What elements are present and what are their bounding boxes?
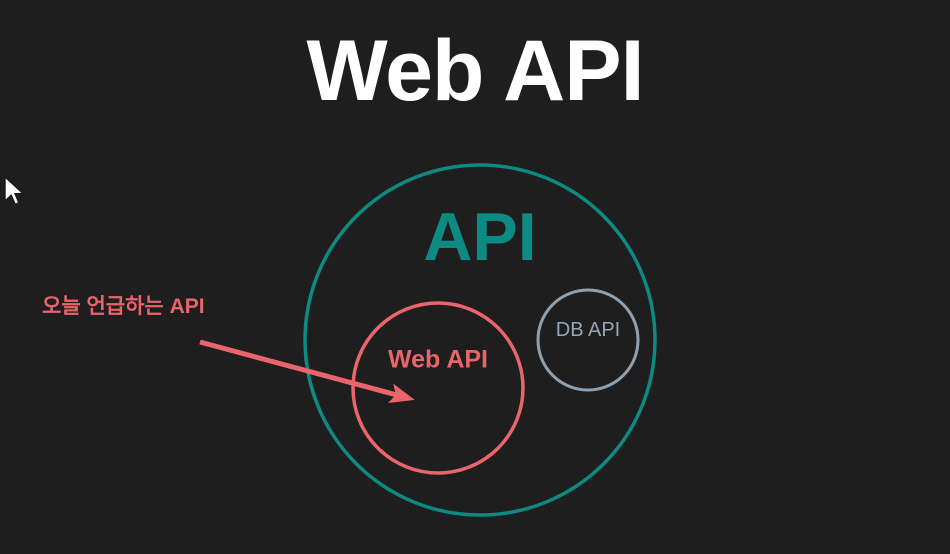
annotation-label: 오늘 언급하는 API	[42, 295, 205, 318]
db-api-circle	[536, 288, 640, 392]
page-title: Web API	[306, 23, 644, 119]
db-api-label: DB API	[555, 319, 621, 341]
web-api-circle	[351, 301, 525, 475]
annotation-arrow	[199, 339, 415, 403]
web-api-label: Web API	[387, 345, 489, 374]
api-label: API	[423, 199, 537, 275]
api-circle	[303, 163, 657, 517]
